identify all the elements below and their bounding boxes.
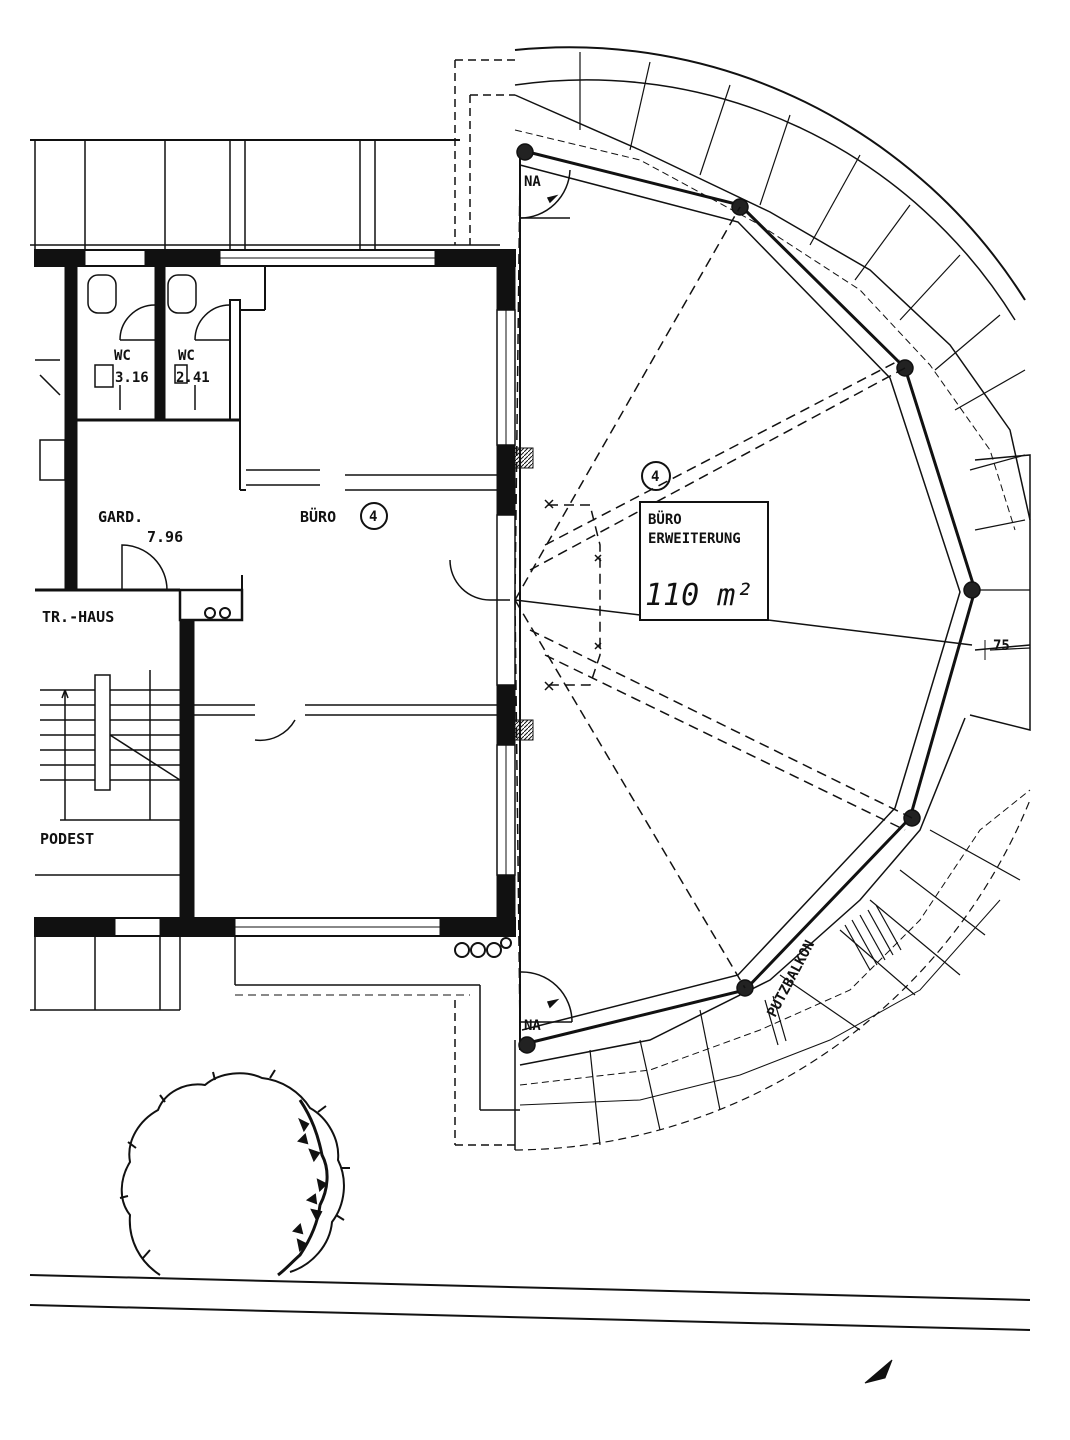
extension-label-line1: BÜRO [648, 510, 682, 528]
buero-number-circle [360, 502, 388, 530]
na-bottom-label: NA [524, 1018, 541, 1034]
dimension-75: 75 [993, 638, 1010, 654]
tree-symbol-icon [119, 1069, 350, 1277]
extension-number: 4 [651, 469, 659, 485]
ground-lines [29, 1274, 1031, 1331]
door-swing-icon [121, 544, 510, 742]
gard-area: 7.96 [147, 528, 183, 546]
wc1-area: 3.16 [115, 370, 149, 386]
na-door-bottom [519, 971, 573, 1023]
wc1-label: WC [114, 348, 131, 364]
building-walls [30, 139, 534, 1111]
buero-number: 4 [369, 509, 377, 525]
buero-label: BÜRO [300, 507, 336, 526]
radial-dashed-lines [514, 169, 913, 1031]
extension-number-circle [641, 461, 671, 491]
fixture-circles [454, 937, 512, 958]
extension-label-line2: ERWEITERUNG [648, 531, 741, 547]
staircase [35, 670, 181, 876]
wc-fixtures [35, 274, 231, 481]
north-arrow-icon [864, 1359, 893, 1384]
treppenhaus-label: TR.-HAUS [42, 608, 114, 626]
extension-area: 110 m² [645, 578, 753, 613]
extension-label-box [639, 501, 769, 621]
putzbalkon-hatch [764, 904, 902, 1046]
na-door-top [519, 169, 571, 219]
center-line [514, 599, 973, 646]
na-top-label: NA [524, 174, 541, 190]
wc2-area: 2.41 [176, 370, 210, 386]
tick-marks [544, 499, 602, 691]
podest-label: PODEST [40, 830, 94, 848]
gard-label: GARD. [98, 508, 143, 526]
wc2-label: WC [178, 348, 195, 364]
